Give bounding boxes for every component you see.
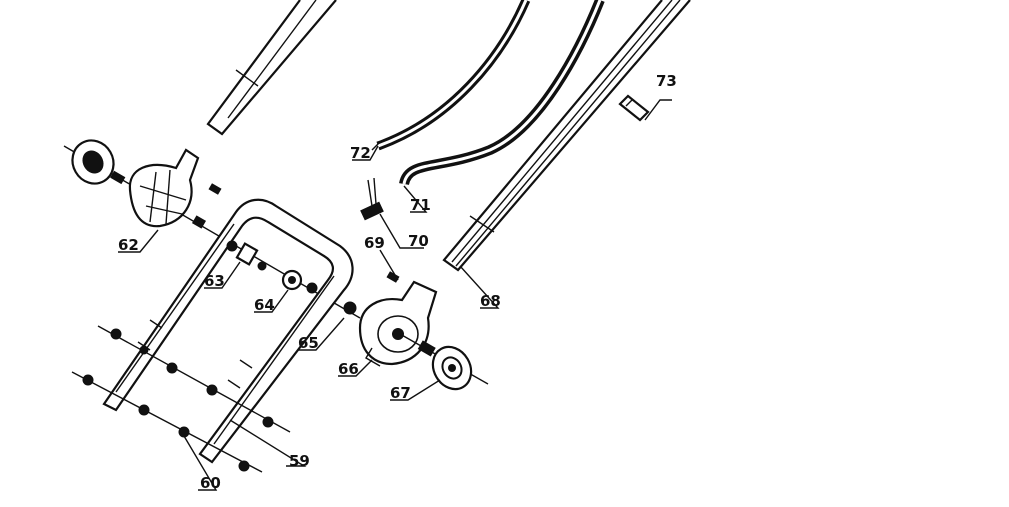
callout-73: 73	[656, 72, 677, 90]
long-tube-68	[442, 0, 691, 272]
wheel-bracket-62	[128, 148, 222, 229]
cable-71	[399, 0, 605, 186]
bolts-60	[71, 325, 291, 473]
callout-68: 68	[480, 292, 501, 310]
callout-64: 64	[254, 296, 275, 314]
callout-65: 65	[298, 334, 319, 352]
callout-59: 59	[289, 452, 310, 470]
right-wheel-67	[399, 333, 489, 391]
axle-washers	[226, 240, 357, 315]
connector-70	[360, 177, 424, 249]
callout-72: 72	[350, 144, 371, 162]
callout-60: 60	[200, 474, 221, 492]
callout-labels: 59 60 62 63 64 65 66 67 68 69 70 71 72 7…	[118, 72, 677, 492]
callout-66: 66	[338, 360, 359, 378]
callout-67: 67	[390, 384, 411, 402]
callout-70: 70	[408, 232, 429, 250]
cable-72	[371, 0, 531, 151]
leader-lines	[118, 145, 500, 491]
plug-73	[618, 94, 672, 122]
callout-62: 62	[118, 236, 139, 254]
callout-63: 63	[204, 272, 225, 290]
wheel-bracket-66	[358, 280, 438, 367]
callout-71: 71	[410, 196, 431, 214]
screw-69	[379, 249, 400, 283]
callout-69: 69	[364, 234, 385, 252]
upper-left-tube	[206, 0, 337, 136]
u-frame-59	[102, 198, 354, 464]
